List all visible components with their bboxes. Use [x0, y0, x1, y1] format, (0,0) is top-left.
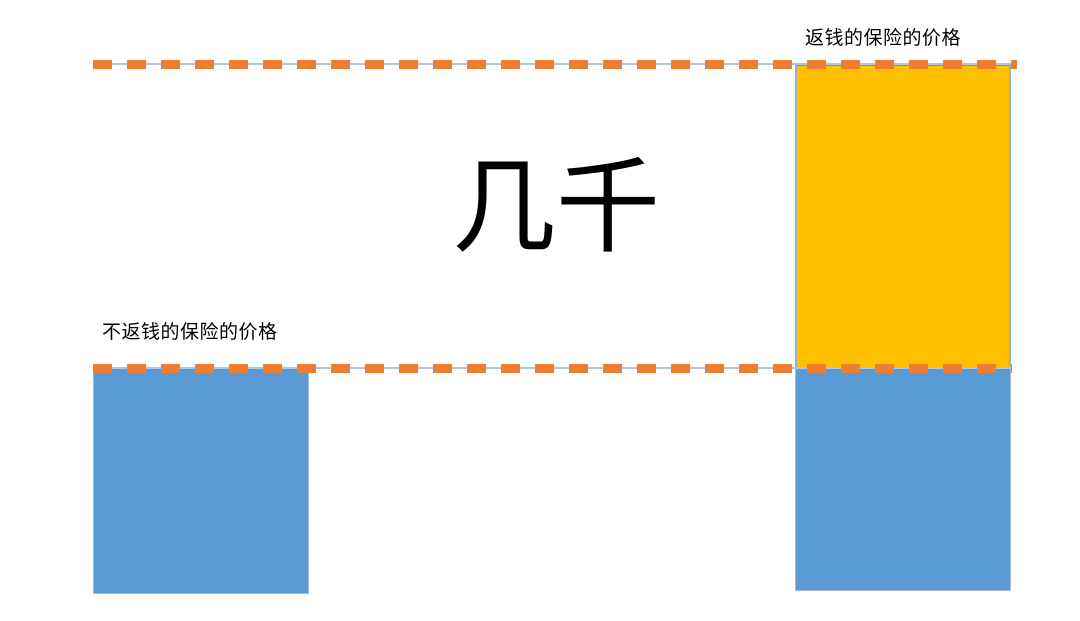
- top-reference-dashed-line: [93, 60, 1017, 69]
- non-refund-policy-price-label: 不返钱的保险的价格: [102, 321, 278, 343]
- price-difference-annotation: 几千: [452, 146, 661, 268]
- refund-policy-amber-bar: [795, 64, 1011, 369]
- non-refund-policy-blue-bar: [93, 368, 309, 594]
- bottom-reference-dashed-line: [93, 364, 1012, 373]
- refund-policy-price-label: 返钱的保险的价格: [805, 27, 962, 49]
- refund-policy-blue-bar: [795, 368, 1011, 591]
- bottom-reference-dashes: [93, 364, 1012, 373]
- top-reference-dashes: [93, 60, 1017, 69]
